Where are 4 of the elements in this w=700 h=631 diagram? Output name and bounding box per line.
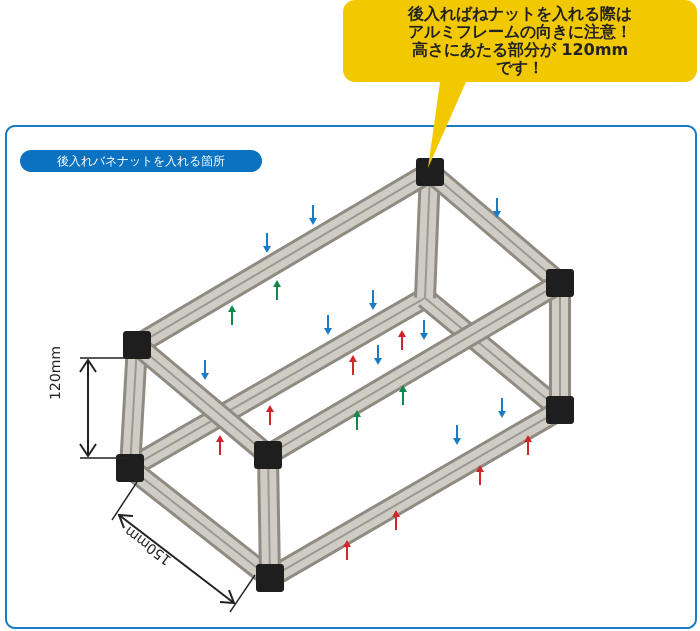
dimension-label: 120mm bbox=[48, 346, 64, 400]
section-tag: 後入れバネナットを入れる箇所 bbox=[20, 150, 262, 172]
callout-bubble bbox=[343, 0, 697, 168]
callout-text: 後入ればねナットを入れる際はアルミフレームの向きに注意！高さにあたる部分が 120mm です！ bbox=[406, 4, 633, 78]
